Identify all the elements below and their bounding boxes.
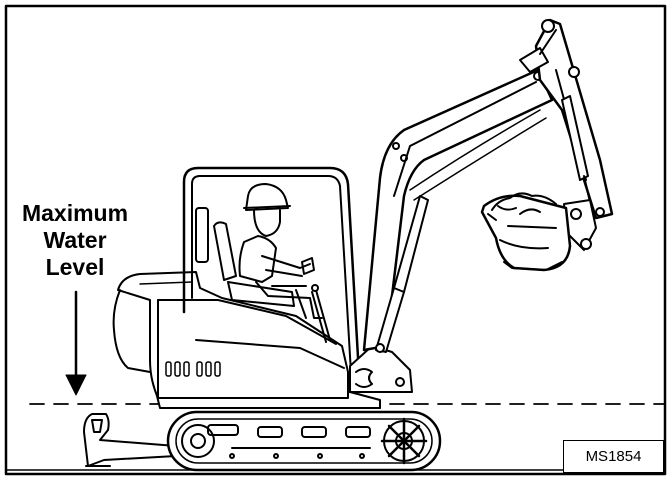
water-level-label: Maximum Water Level <box>2 200 148 281</box>
down-arrow-icon <box>66 292 86 395</box>
dozer-blade <box>84 414 176 466</box>
water-level-label-line3: Level <box>2 254 148 281</box>
bucket <box>482 193 570 270</box>
figure-id-box: MS1854 <box>563 440 664 473</box>
water-level-label-line2: Water <box>2 227 148 254</box>
water-level-label-line1: Maximum <box>2 200 148 227</box>
swing-bracket <box>350 346 412 392</box>
track-assembly <box>168 404 440 470</box>
figure-id-text: MS1854 <box>586 448 642 465</box>
